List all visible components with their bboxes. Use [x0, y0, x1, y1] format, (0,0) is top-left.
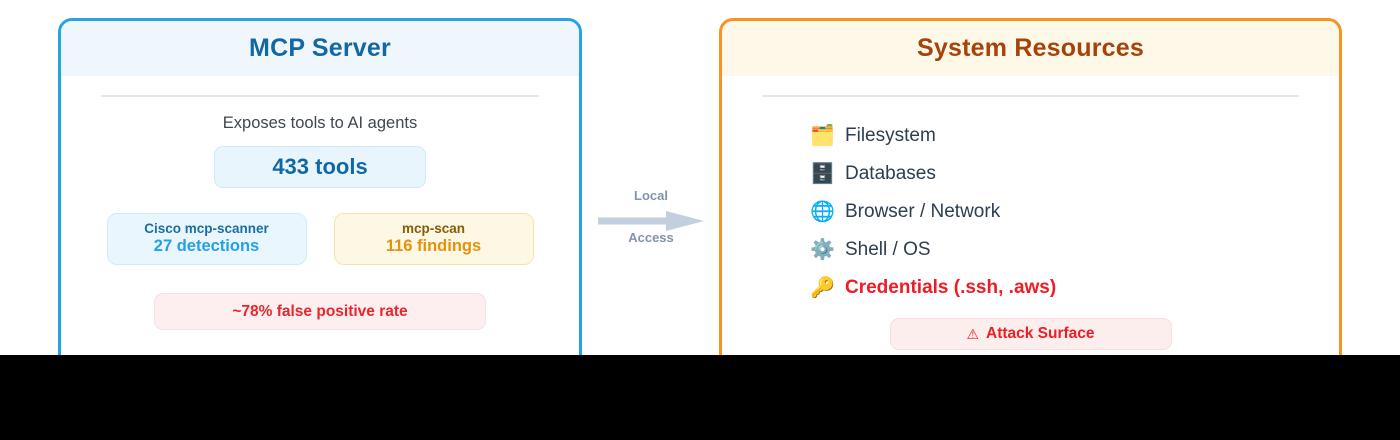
scanner-card-mcp-scan: mcp-scan 116 findings [333, 213, 534, 265]
false-positive-badge: ~78% false positive rate [154, 293, 486, 330]
false-positive-row: ~78% false positive rate [87, 293, 553, 330]
resource-label-credentials: Credentials (.ssh, .aws) [845, 277, 1057, 298]
resource-item-shell-os: ⚙️ Shell / OS [810, 231, 1313, 269]
resource-label-shell-os: Shell / OS [845, 239, 931, 260]
local-access-connector: Local Access [598, 188, 704, 252]
scanner-name-cisco: Cisco mcp-scanner [144, 221, 269, 237]
tools-badge-row: 433 tools [87, 146, 553, 188]
resource-item-browser-network: 🌐 Browser / Network [810, 193, 1313, 231]
resource-label-browser-network: Browser / Network [845, 201, 1001, 222]
resource-item-credentials: 🔑 Credentials (.ssh, .aws) [810, 269, 1313, 307]
scanner-results-row: Cisco mcp-scanner 27 detections mcp-scan… [87, 213, 553, 265]
mcp-server-title: MCP Server [249, 34, 391, 62]
system-resources-panel-header: System Resources [722, 21, 1339, 76]
warning-triangle-icon: ⚠ [966, 325, 979, 342]
attack-surface-label: Attack Surface [986, 325, 1095, 342]
mcp-server-panel-body: Exposes tools to AI agents 433 tools Cis… [61, 95, 579, 330]
scanner-name-mcp-scan: mcp-scan [401, 221, 466, 237]
mcp-server-panel: MCP Server Exposes tools to AI agents 43… [58, 18, 582, 355]
connector-label-top: Local [634, 188, 668, 203]
resource-list: 🗂️ Filesystem 🗄️ Databases 🌐 Browser / N… [810, 117, 1313, 307]
resource-item-databases: 🗄️ Databases [810, 155, 1313, 193]
globe-icon: 🌐 [810, 201, 835, 223]
system-resources-panel: System Resources 🗂️ Filesystem 🗄️ Databa… [719, 18, 1342, 355]
system-header-divider [762, 95, 1299, 97]
resource-label-filesystem: Filesystem [845, 125, 936, 146]
diagram-canvas: MCP Server Exposes tools to AI agents 43… [0, 0, 1400, 355]
tools-count-badge: 433 tools [214, 146, 426, 188]
resource-item-filesystem: 🗂️ Filesystem [810, 117, 1313, 155]
key-icon: 🔑 [810, 277, 835, 299]
gear-icon: ⚙️ [810, 239, 835, 261]
false-positive-label: ~78% false positive rate [232, 302, 408, 320]
mcp-subtitle: Exposes tools to AI agents [222, 114, 418, 132]
scanner-value-cisco: 27 detections [153, 237, 260, 256]
scanner-card-cisco: Cisco mcp-scanner 27 detections [106, 213, 307, 265]
system-resources-title: System Resources [917, 34, 1144, 62]
scanner-value-mcp-scan: 116 findings [385, 237, 482, 256]
arrow-right-icon [598, 211, 704, 231]
mcp-server-panel-header: MCP Server [61, 21, 579, 76]
folder-icon: 🗂️ [810, 125, 835, 147]
database-cabinet-icon: 🗄️ [810, 163, 835, 185]
mcp-header-divider [101, 95, 539, 97]
attack-surface-badge: ⚠ Attack Surface [889, 318, 1172, 350]
connector-label-bottom: Access [628, 230, 674, 245]
resource-label-databases: Databases [845, 163, 936, 184]
tools-count-label: 433 tools [272, 154, 368, 179]
attack-surface-row: ⚠ Attack Surface [748, 318, 1313, 350]
system-resources-panel-body: 🗂️ Filesystem 🗄️ Databases 🌐 Browser / N… [722, 95, 1339, 350]
